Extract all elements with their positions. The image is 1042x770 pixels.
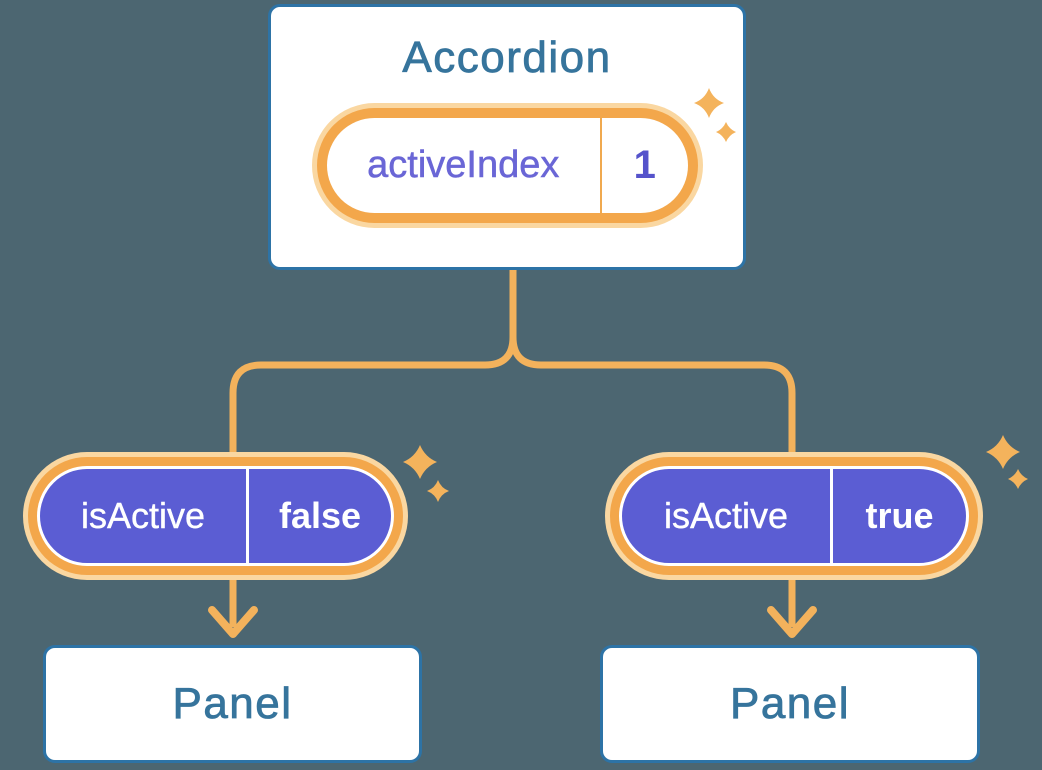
state-pill-core: activeIndex 1 <box>327 118 688 213</box>
connector-line-right <box>509 336 796 470</box>
prop-pill-core: isActive false <box>37 466 394 566</box>
panel-component-box-right: Panel <box>600 645 980 763</box>
prop-pill-ring: isActive false <box>28 457 403 575</box>
component-title: Panel <box>729 679 851 729</box>
sparkle-icon <box>403 445 437 479</box>
sparkle-icon <box>986 435 1020 469</box>
prop-value: false <box>278 495 362 536</box>
prop-label: isActive <box>664 495 789 536</box>
component-title: Panel <box>172 679 293 729</box>
prop-pill-right: isActive true <box>605 452 983 580</box>
state-pill: activeIndex 1 <box>312 103 703 228</box>
panel-component-box-left: Panel <box>43 645 422 763</box>
down-arrow-icon <box>767 606 817 638</box>
sparkle-icon <box>1008 469 1028 489</box>
state-label: activeIndex <box>367 144 560 187</box>
down-arrow-icon <box>208 606 258 638</box>
connector-line-left <box>229 336 517 470</box>
pill-divider <box>246 469 250 563</box>
state-value: 1 <box>633 143 656 187</box>
prop-value: true <box>865 495 934 536</box>
pill-divider <box>830 469 834 563</box>
sparkle-icon <box>427 480 449 502</box>
prop-pill-left: isActive false <box>23 452 408 580</box>
prop-pill-ring: isActive true <box>610 457 978 575</box>
pill-divider <box>599 118 602 213</box>
prop-label: isActive <box>81 495 206 536</box>
component-title: Accordion <box>402 33 612 83</box>
prop-pill-core: isActive true <box>619 466 969 566</box>
state-pill-ring: activeIndex 1 <box>317 108 698 223</box>
